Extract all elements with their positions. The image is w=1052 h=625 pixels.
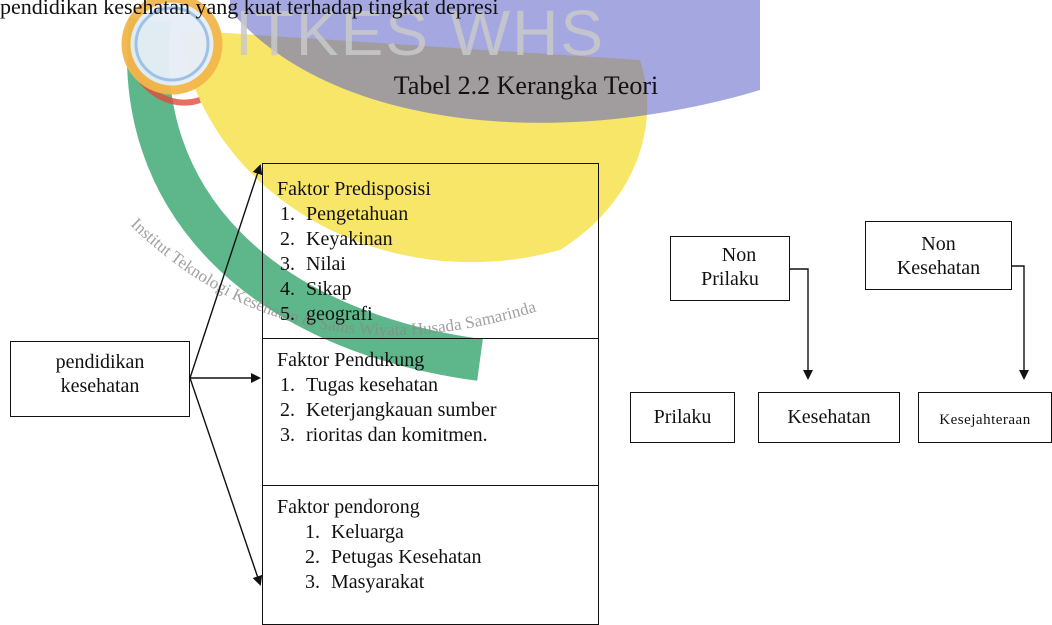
factor-heading: Faktor Predisposisi <box>277 176 598 202</box>
list-item: Masyarakat <box>325 570 598 595</box>
list-item: Nilai <box>300 252 598 277</box>
factor-heading-name: Predisposisi <box>334 178 431 200</box>
watermark-logo-text: ITKES WHS <box>235 0 605 69</box>
list-item: Petugas Kesehatan <box>325 545 598 570</box>
outcome-label: Kesejahteraan <box>939 412 1031 428</box>
non-kesehatan-line2: Kesehatan <box>896 257 981 279</box>
outcome-box-kesehatan: Kesehatan <box>758 392 900 443</box>
list-item: Keyakinan <box>300 227 598 252</box>
non-prilaku-box: Non Prilaku <box>670 236 790 301</box>
factor-heading-prefix: Faktor <box>277 349 330 371</box>
list-item: Keluarga <box>325 520 598 545</box>
watermark-blue-swoosh <box>230 0 760 123</box>
list-item: rioritas dan komitmen. <box>300 423 598 448</box>
factor-box-predisposisi: Faktor Predisposisi Pengetahuan Keyakina… <box>262 163 599 339</box>
non-prilaku-line1: Non <box>721 244 757 266</box>
source-box-line2: kesehatan <box>60 375 140 397</box>
header-fragment: pendidikan kesehatan yang kuat terhadap … <box>0 0 499 19</box>
factor-list: Pengetahuan Keyakinan Nilai Sikap geogra… <box>277 202 598 327</box>
list-item: Pengetahuan <box>300 202 598 227</box>
outcome-box-kesejahteraan: Kesejahteraan <box>918 392 1052 443</box>
factor-box-pendorong: Faktor pendorong Keluarga Petugas Keseha… <box>262 485 599 625</box>
factor-heading: Faktor Pendukung <box>277 347 598 373</box>
outcome-box-prilaku: Prilaku <box>630 392 735 443</box>
factor-heading-name: Pendukung <box>334 349 425 371</box>
watermark-globe-logo <box>121 0 223 95</box>
factor-heading: Faktor pendorong <box>277 496 420 518</box>
outcome-label: Kesehatan <box>787 406 871 428</box>
outcome-label: Prilaku <box>653 406 712 428</box>
factor-list: Tugas kesehatan Keterjangkauan sumber ri… <box>277 373 598 448</box>
factor-heading-prefix: Faktor <box>277 178 330 200</box>
source-box: pendidikan kesehatan <box>10 341 190 417</box>
list-item: Keterjangkauan sumber <box>300 398 598 423</box>
list-item: Tugas kesehatan <box>300 373 598 398</box>
non-kesehatan-line1: Non <box>921 233 956 255</box>
source-box-line1: pendidikan <box>55 351 145 373</box>
non-prilaku-line2: Prilaku <box>701 268 759 290</box>
list-item: Sikap <box>300 277 598 302</box>
non-kesehatan-box: Non Kesehatan <box>865 221 1012 290</box>
list-item: geografi <box>300 302 598 327</box>
factor-list: Keluarga Petugas Kesehatan Masyarakat <box>277 520 598 595</box>
figure-title: Tabel 2.2 Kerangka Teori <box>393 71 659 100</box>
factor-box-pendukung: Faktor Pendukung Tugas kesehatan Keterja… <box>262 338 599 486</box>
